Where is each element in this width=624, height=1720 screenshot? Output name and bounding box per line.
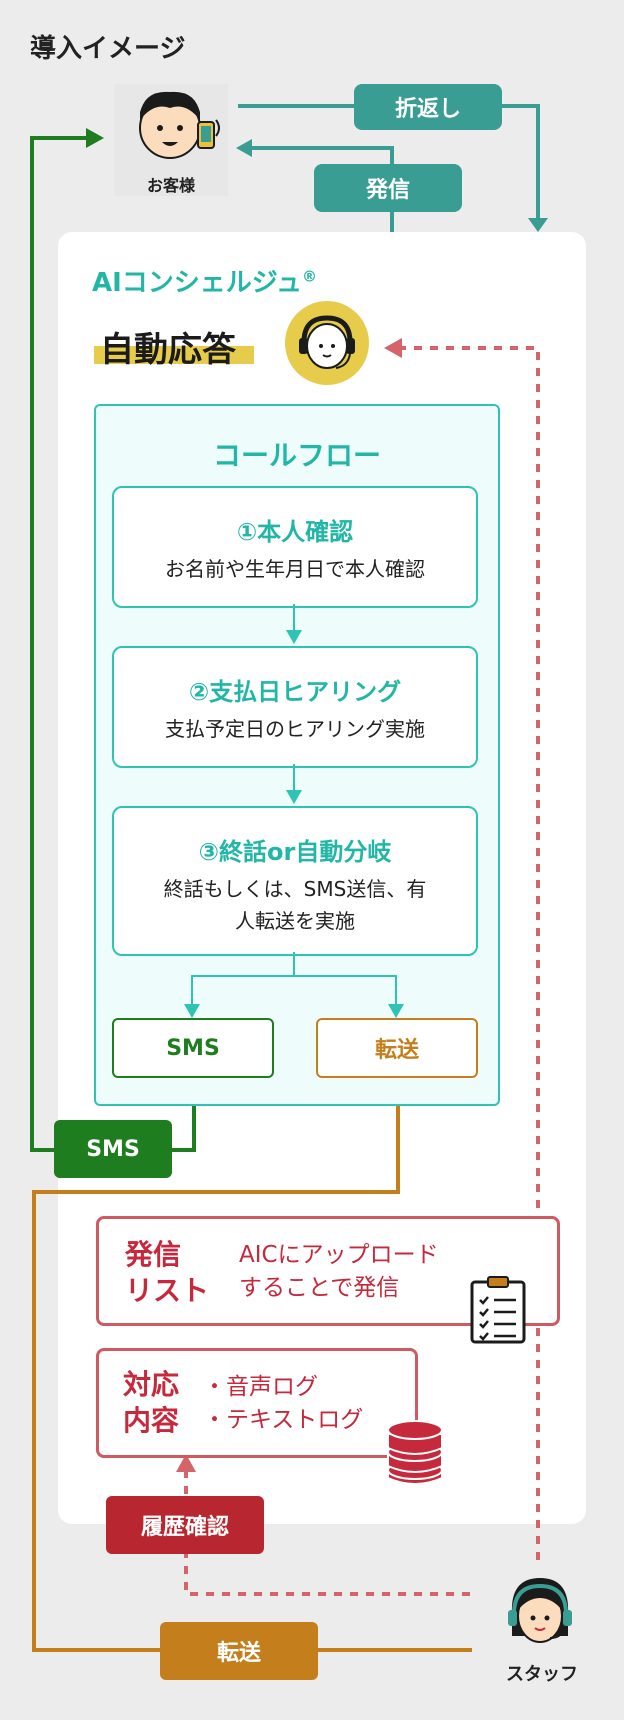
customer-phone-icon [139, 91, 220, 159]
staff-label: スタッフ [506, 1664, 578, 1685]
flow-step-3-body: 終話もしくは、SMS送信、有 人転送を実施 [114, 873, 476, 937]
outgoing-arrowhead [236, 139, 252, 157]
flow-step-3-body-line-1: 終話もしくは、SMS送信、有 [163, 877, 427, 901]
registered-mark: ® [301, 267, 317, 286]
staff-monitor-arrowhead [384, 338, 402, 358]
database-icon [387, 1420, 443, 1485]
flow-step-1-heading: ①本人確認 [236, 518, 354, 546]
sms-chip: SMS [54, 1120, 172, 1178]
call-list-text-line-2: することで発信 [239, 1275, 400, 1301]
response-item-1: ・音声ログ [203, 1374, 318, 1400]
branch-sms: SMS [112, 1018, 274, 1078]
flow-step-1: ①本人確認 お名前や生年月日で本人確認 [112, 486, 478, 608]
flow-step-2: ②支払日ヒアリング 支払予定日のヒアリング実施 [112, 646, 478, 768]
clipboard-icon [470, 1276, 526, 1344]
sms-line [30, 136, 196, 1152]
auto-answer-highlight [94, 346, 254, 364]
staff-monitor-line [400, 346, 540, 1560]
customer-label: お客様 [146, 176, 195, 195]
callback-chip: 折返し [354, 84, 502, 130]
flow-step-1-body: お名前や生年月日で本人確認 [165, 557, 425, 581]
flow-step-3-body-line-2: 人転送を実施 [235, 909, 355, 933]
response-box: 対応 内容 ・音声ログ ・テキストログ [96, 1348, 418, 1458]
outgoing-chip: 発信 [314, 164, 462, 212]
call-list-label: 発信 リスト [125, 1237, 209, 1309]
auto-answer-label: 自動応答 [100, 330, 236, 370]
flow-step-2-body: 支払予定日のヒアリング実施 [165, 717, 425, 741]
response-label-line-2: 内容 [123, 1404, 180, 1437]
page-title: 導入イメージ [30, 34, 186, 64]
staff-icon [508, 1578, 572, 1643]
callback-arrowhead [528, 218, 548, 232]
branch-transfer: 転送 [316, 1018, 478, 1078]
transfer-chip: 転送 [160, 1622, 318, 1680]
history-chip: 履歴確認 [106, 1496, 264, 1554]
history-arrowhead [176, 1454, 196, 1472]
call-list-text: AICにアップロード することで発信 [239, 1239, 439, 1305]
call-list-text-line-1: AICにアップロード [239, 1242, 439, 1268]
aic-brand-name: AIコンシェルジュ [92, 268, 302, 298]
response-label: 対応 内容 [123, 1367, 179, 1439]
flow-step-3-heading: ③終話or自動分岐 [198, 838, 392, 866]
response-items: ・音声ログ ・テキストログ [203, 1371, 363, 1437]
customer-card: お客様 [114, 84, 228, 196]
sms-arrowhead [86, 128, 104, 148]
aic-brand: AIコンシェルジュ® [92, 262, 317, 299]
call-list-label-line-1: 発信 [125, 1238, 182, 1271]
response-item-2: ・テキストログ [203, 1407, 364, 1433]
response-label-line-1: 対応 [123, 1368, 180, 1401]
call-flow-title: コールフロー [212, 439, 381, 472]
callback-line [238, 104, 540, 224]
call-list-label-line-2: リスト [125, 1274, 210, 1307]
ai-operator-icon [285, 301, 369, 385]
flow-step-2-heading: ②支払日ヒアリング [188, 678, 402, 706]
